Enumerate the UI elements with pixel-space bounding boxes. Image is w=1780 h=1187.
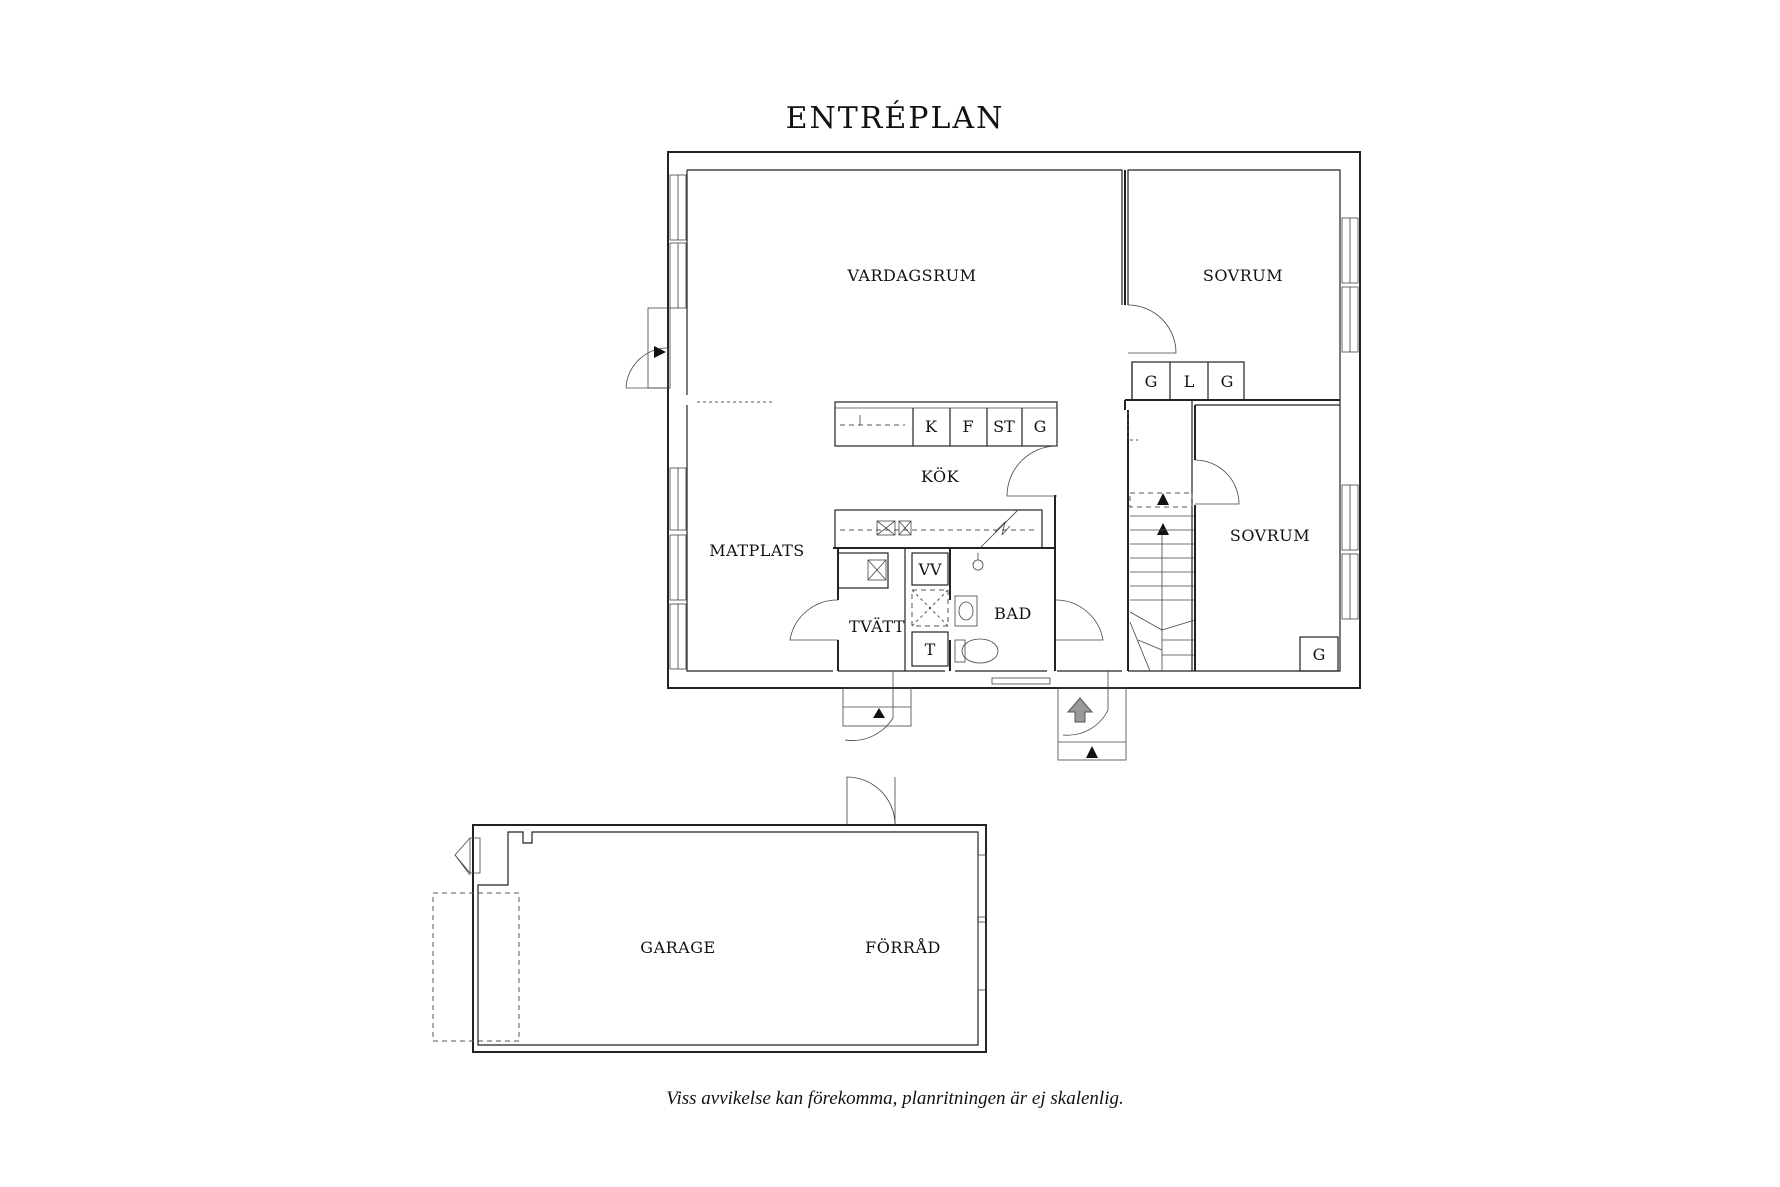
windows-garage bbox=[977, 854, 987, 991]
main-entrance bbox=[1057, 671, 1127, 761]
fridge-label: K bbox=[925, 417, 938, 436]
staircase bbox=[1129, 492, 1196, 672]
door-kitchen bbox=[1006, 445, 1058, 497]
plan-title: ENTRÉPLAN bbox=[786, 100, 1005, 136]
room-label-tvatt: TVÄTT bbox=[849, 616, 905, 636]
dryer-label: T bbox=[925, 640, 936, 659]
windows-left bbox=[669, 174, 687, 670]
room-label-sovrum: SOVRUM bbox=[1203, 266, 1283, 285]
room-label-vardagsrum: VARDAGSRUM bbox=[846, 266, 976, 285]
wardrobe-label: G bbox=[1221, 372, 1234, 391]
door-arrow-icon bbox=[873, 708, 885, 718]
door-bad-right bbox=[1054, 599, 1104, 641]
room-label-forrad: FÖRRÅD bbox=[865, 937, 941, 957]
disclaimer-note: Viss avvikelse kan förekomma, planritnin… bbox=[666, 1088, 1123, 1109]
interior-walls bbox=[833, 170, 1340, 671]
garage-outline bbox=[432, 776, 987, 1053]
wardrobe-label: G bbox=[1313, 645, 1326, 664]
room-label-garage: GARAGE bbox=[640, 938, 715, 957]
room-label-matplats: MATPLATS bbox=[709, 541, 804, 560]
kitchen-counter-lower bbox=[834, 509, 1043, 549]
entry-arrow-icon bbox=[654, 346, 666, 358]
door-left-entry bbox=[625, 307, 671, 389]
cabinet-label: G bbox=[1034, 417, 1047, 436]
bath-fixtures bbox=[954, 553, 1051, 685]
water-heater-label: VV bbox=[917, 560, 942, 579]
linen-closet-label: L bbox=[1184, 372, 1195, 391]
stair-up-arrow-icon bbox=[1157, 493, 1169, 505]
wardrobes-sovrum-1 bbox=[1131, 361, 1245, 401]
wardrobe-label: G bbox=[1145, 372, 1158, 391]
windows-right bbox=[1341, 217, 1359, 620]
house-outline bbox=[667, 151, 1361, 689]
freezer-label: F bbox=[962, 417, 973, 436]
room-label-sovrum: SOVRUM bbox=[1230, 526, 1310, 545]
door-tvatt-left bbox=[789, 599, 839, 641]
room-label-kok: KÖK bbox=[921, 466, 960, 486]
entrance-arrow-icon bbox=[1066, 697, 1094, 723]
laundry-fixtures bbox=[837, 552, 949, 667]
stove-label: ST bbox=[993, 417, 1015, 436]
hall-dotted bbox=[1127, 412, 1138, 441]
door-sovrum-2 bbox=[1194, 459, 1240, 505]
kitchen-counter-upper bbox=[834, 401, 1058, 447]
door-sovrum-1 bbox=[1127, 304, 1177, 354]
wardrobe-sovrum-2 bbox=[1299, 636, 1339, 672]
room-label-bad: BAD bbox=[994, 604, 1032, 623]
door-tvatt-back bbox=[842, 671, 912, 741]
door-arrow-icon bbox=[1086, 746, 1098, 758]
